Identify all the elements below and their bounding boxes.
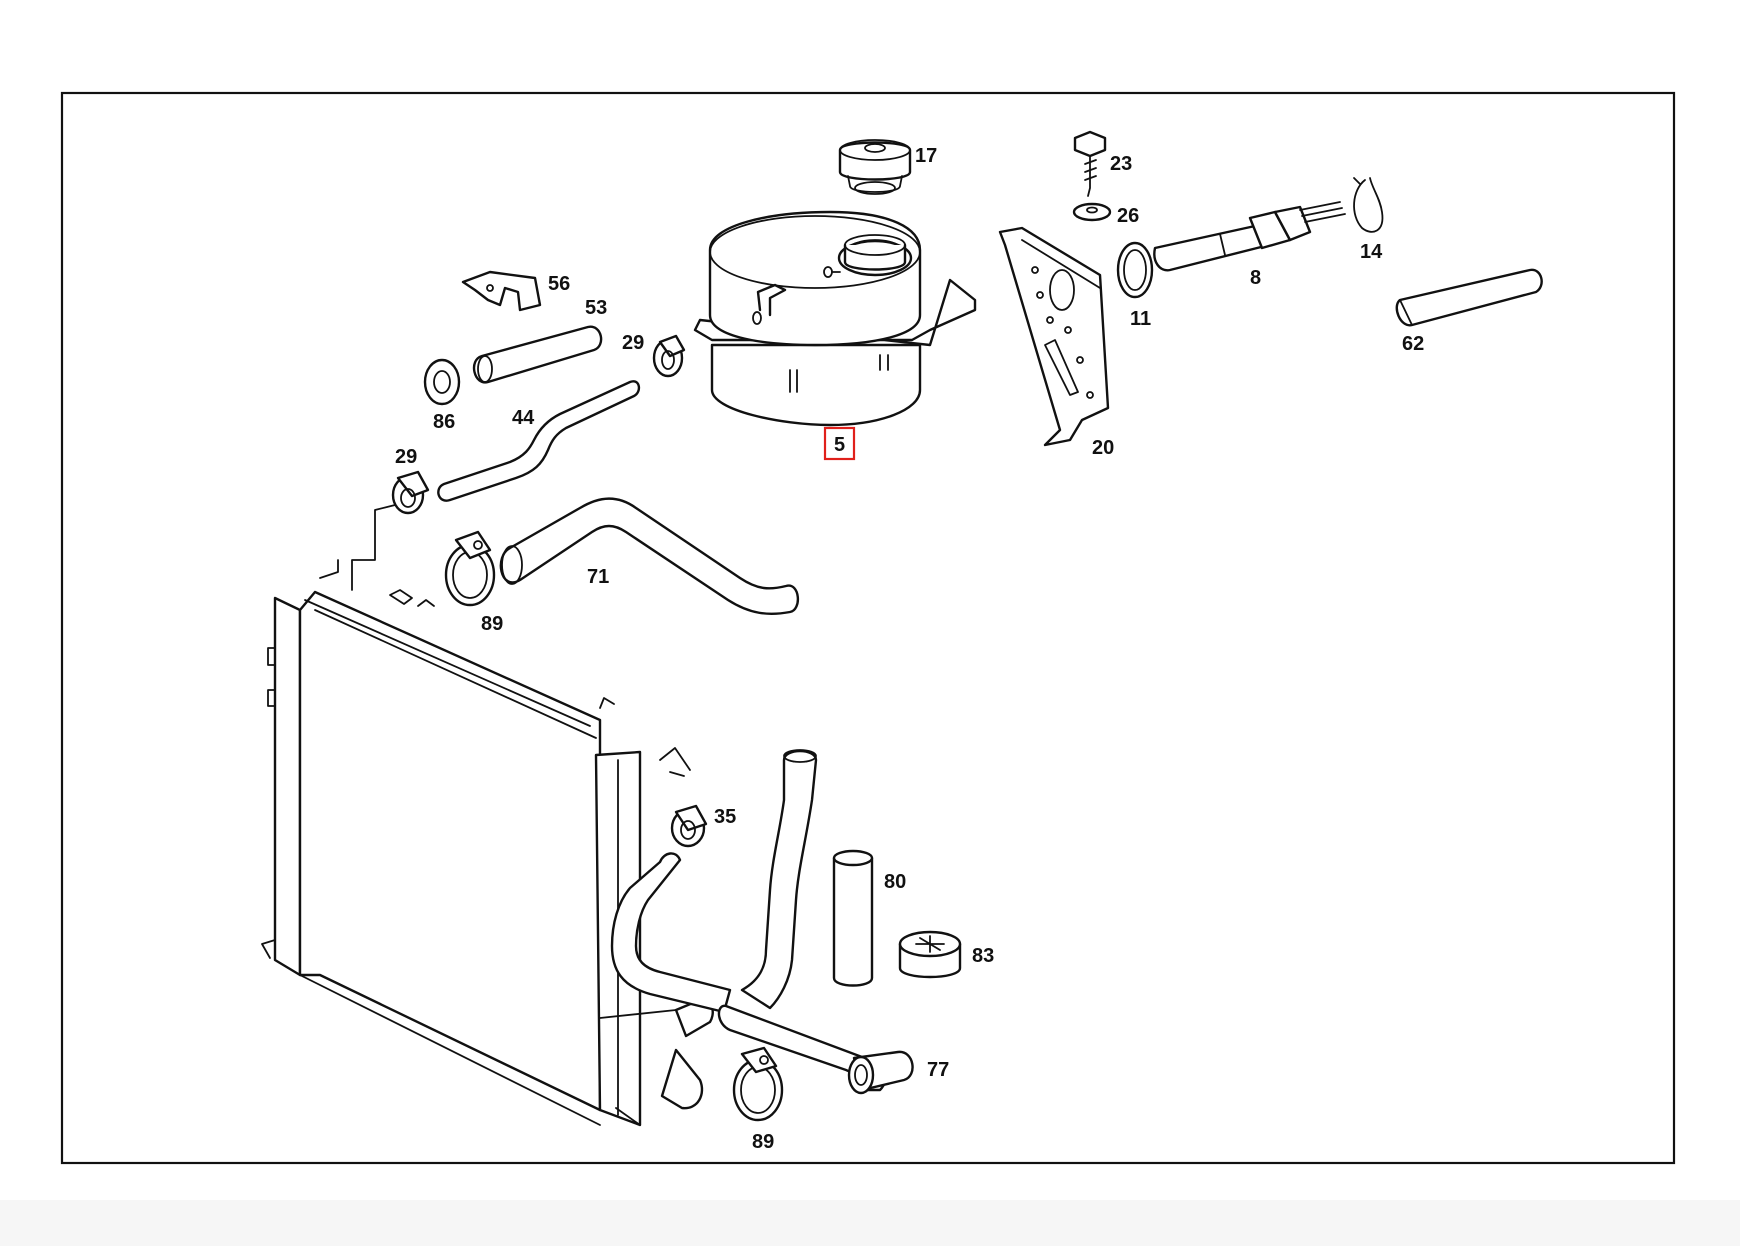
upper-radiator-hose[interactable] [499, 497, 799, 615]
small-hose-clamp-35[interactable] [670, 804, 708, 848]
label-part-26: 26 [1117, 205, 1139, 227]
highlight-box-part-5 [823, 426, 856, 461]
small-hose-clamp-upper[interactable] [652, 334, 686, 378]
label-part-83: 83 [972, 945, 994, 967]
small-hose-clamp-lower[interactable] [391, 470, 430, 515]
label-part-80: 80 [884, 871, 906, 893]
hose-clamp-upper[interactable] [444, 530, 496, 607]
label-part-14: 14 [1360, 241, 1383, 263]
label-part-86: 86 [433, 411, 455, 433]
rubber-mount[interactable] [898, 930, 962, 979]
label-part-89-lower: 89 [752, 1131, 774, 1153]
label-part-23: 23 [1110, 153, 1132, 175]
coolant-level-sensor[interactable] [1153, 201, 1346, 272]
washer[interactable] [1072, 202, 1112, 222]
label-part-8: 8 [1250, 267, 1261, 289]
bent-hose[interactable] [437, 380, 641, 502]
mounting-bracket[interactable] [998, 226, 1110, 447]
label-part-71: 71 [587, 566, 609, 588]
hose-piece[interactable] [1395, 268, 1543, 327]
bolt[interactable] [1073, 130, 1107, 197]
label-part-29-lower: 29 [395, 446, 417, 468]
label-part-62: 62 [1402, 333, 1424, 355]
label-part-29-upper: 29 [622, 332, 644, 354]
expansion-tank[interactable] [693, 210, 977, 427]
label-part-11: 11 [1130, 308, 1151, 330]
hose-clip[interactable] [461, 270, 542, 312]
lower-radiator-hose[interactable] [610, 749, 914, 1095]
label-part-20: 20 [1092, 437, 1114, 459]
rubber-grommet[interactable] [423, 358, 461, 406]
short-tube[interactable] [832, 849, 874, 987]
label-part-77: 77 [927, 1059, 949, 1081]
circlip[interactable] [1353, 177, 1384, 233]
diagram-frame [60, 91, 1676, 1165]
expansion-tank-cap[interactable] [838, 139, 912, 195]
hose-clamp-lower[interactable] [732, 1046, 784, 1122]
straight-hose[interactable] [472, 325, 603, 384]
label-part-56: 56 [548, 273, 570, 295]
label-part-5[interactable]: 5 [834, 434, 845, 456]
label-part-53: 53 [585, 297, 607, 319]
label-part-17: 17 [915, 145, 937, 167]
label-part-89-upper: 89 [481, 613, 503, 635]
page-bottom-strip [0, 1200, 1740, 1246]
o-ring[interactable] [1116, 241, 1154, 299]
label-part-44: 44 [512, 407, 535, 429]
label-part-35: 35 [714, 806, 736, 828]
radiator[interactable] [261, 504, 714, 1127]
